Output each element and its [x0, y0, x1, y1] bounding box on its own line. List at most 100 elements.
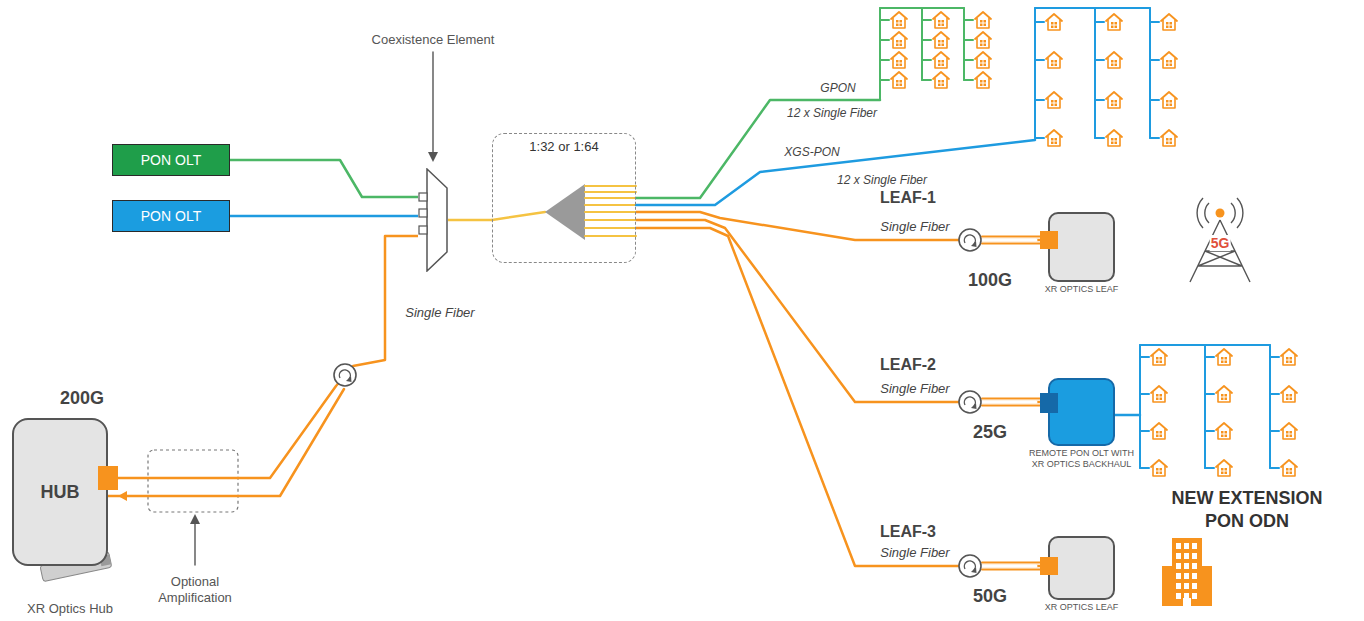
house-window [1286, 398, 1289, 401]
house-roof [891, 52, 907, 59]
mux-port [419, 209, 427, 217]
house-roof [1046, 14, 1062, 21]
house-icon [975, 32, 991, 48]
house-window [1166, 138, 1169, 141]
house-icon [1046, 52, 1062, 68]
house-roof [1046, 52, 1062, 59]
building-window [1176, 563, 1181, 569]
house-window [1051, 26, 1054, 29]
house-body [1218, 392, 1230, 402]
house-icon [1151, 460, 1167, 476]
box-caption: XR OPTICS LEAF [1045, 602, 1119, 613]
house-icon [1281, 460, 1297, 476]
xgspon-fiber [636, 140, 1035, 205]
odn-branch [1149, 8, 1151, 138]
house-window [900, 44, 903, 47]
house-window [896, 40, 899, 43]
house-window [1170, 64, 1173, 67]
house-window [1055, 104, 1058, 107]
house-window [1166, 60, 1169, 63]
house-body [977, 78, 989, 88]
circulator-arrowhead [971, 241, 977, 247]
house-window [1055, 138, 1058, 141]
text-label: 50G [973, 586, 1007, 607]
splitter-output [585, 219, 636, 221]
remote-olt-box: REMOTE PON OLT WITH XR OPTICS BACKHAUL [1048, 378, 1115, 446]
house-icon [975, 12, 991, 28]
building-window [1176, 593, 1181, 599]
house-window [1111, 22, 1114, 25]
gap-mask [982, 565, 1036, 568]
house-window [984, 64, 987, 67]
building-window [1184, 573, 1189, 579]
house-roof [1106, 14, 1122, 21]
house-window [942, 64, 945, 67]
house-roof [1151, 460, 1167, 467]
house-roof [891, 32, 907, 39]
duplex-fiber [982, 243, 1040, 245]
house-window [1115, 104, 1118, 107]
house-window [1115, 142, 1118, 145]
building-window [1184, 583, 1189, 589]
house-window [984, 24, 987, 27]
house-window [1111, 138, 1114, 141]
house-icon [891, 12, 907, 28]
house-window [1290, 472, 1293, 475]
house-icon [1161, 130, 1177, 146]
odn-drop [1150, 21, 1159, 23]
house-body [1283, 429, 1295, 439]
leader-arrow [190, 514, 200, 524]
house-window [1221, 435, 1224, 438]
house-roof [933, 12, 949, 19]
house-window [1170, 100, 1173, 103]
text-label: XR Optics Hub [27, 601, 113, 616]
house-window [1111, 100, 1114, 103]
splitter-output [585, 197, 636, 199]
house-window [1055, 100, 1058, 103]
house-roof [1106, 92, 1122, 99]
house-window [896, 84, 899, 87]
house-roof [975, 52, 991, 59]
house-body [935, 38, 947, 48]
building-window [1192, 593, 1197, 599]
odn-drop [1205, 430, 1214, 432]
house-window [1055, 64, 1058, 67]
house-window [1115, 26, 1118, 29]
house-body [1163, 136, 1175, 146]
odn-drop [964, 79, 973, 81]
gap-mask [982, 401, 1036, 404]
house-roof [1106, 52, 1122, 59]
house-roof [1216, 386, 1232, 393]
house-roof [1216, 423, 1232, 430]
house-roof [1151, 386, 1167, 393]
house-window [1111, 64, 1114, 67]
house-window [1225, 361, 1228, 364]
house-icon [933, 52, 949, 68]
text-label: Optional Amplification [145, 574, 245, 607]
house-window [984, 60, 987, 63]
house-roof [975, 72, 991, 79]
house-window [938, 64, 941, 67]
house-window [1055, 22, 1058, 25]
amplifier-box [148, 450, 238, 512]
house-window [1286, 361, 1289, 364]
house-body [935, 58, 947, 68]
house-body [1153, 466, 1165, 476]
house-icon [1106, 52, 1122, 68]
house-window [1156, 357, 1159, 360]
house-body [1108, 98, 1120, 108]
odn-drop [1095, 59, 1104, 61]
house-window [984, 44, 987, 47]
house-body [893, 18, 905, 28]
olt-box: PON OLT [112, 200, 230, 232]
house-window [980, 44, 983, 47]
house-window [1170, 142, 1173, 145]
house-window [1115, 22, 1118, 25]
house-roof [1151, 423, 1167, 430]
house-window [1221, 472, 1224, 475]
house-icon [933, 72, 949, 88]
antenna-top [1216, 209, 1225, 218]
house-icon [1161, 14, 1177, 30]
house-icon [1106, 92, 1122, 108]
